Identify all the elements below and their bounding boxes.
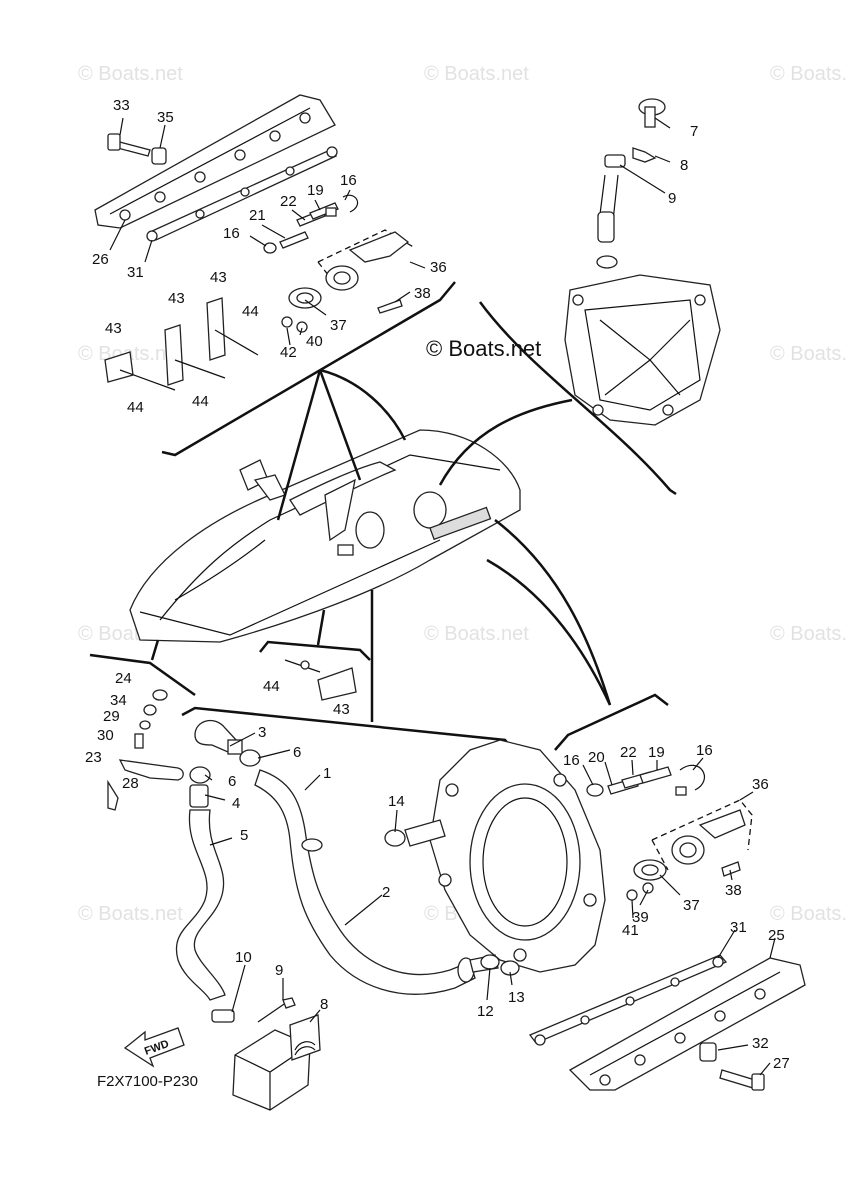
part-label: 44: [263, 678, 280, 695]
part-label: 27: [773, 1055, 790, 1072]
part-label: 34: [110, 692, 127, 709]
part-label: 9: [275, 962, 283, 979]
part-label: 39: [632, 909, 649, 926]
part-label: 41: [622, 922, 639, 939]
part-label: 38: [414, 285, 431, 302]
part-label: 19: [307, 182, 324, 199]
part-label: 28: [122, 775, 139, 792]
part-label: 5: [240, 827, 248, 844]
watermark: © Boats.net: [78, 63, 183, 85]
part-label: 35: [157, 109, 174, 126]
part-label: 23: [85, 749, 102, 766]
part-label: 16: [223, 225, 240, 242]
part-label: 38: [725, 882, 742, 899]
part-label: 44: [192, 393, 209, 410]
pump-housing: [384, 739, 606, 976]
part-label: 14: [388, 793, 405, 810]
part-label: 21: [249, 207, 266, 224]
watermark: © Boats.net: [770, 63, 848, 85]
watermark: © Boats.net: [78, 903, 183, 925]
part-label: 37: [330, 317, 347, 334]
watermark: © Boats.net: [770, 903, 848, 925]
part-label: 44: [127, 399, 144, 416]
watermark: © Boats.net: [424, 63, 529, 85]
middle-group: [259, 640, 371, 701]
part-label: 43: [168, 290, 185, 307]
top-right-group: [478, 98, 721, 496]
part-label: 16: [696, 742, 713, 759]
part-label: 8: [680, 157, 688, 174]
part-label: 43: [333, 701, 350, 718]
part-label: 37: [683, 897, 700, 914]
watermark: © Boats.net: [770, 623, 848, 645]
left-hose-group: FWD: [89, 653, 516, 1111]
leader-lines: [109, 117, 776, 1076]
part-label: 43: [210, 269, 227, 286]
part-label: 30: [97, 727, 114, 744]
part-label: 16: [563, 752, 580, 769]
part-label: 31: [730, 919, 747, 936]
top-left-group: [94, 94, 456, 457]
part-label: 25: [768, 927, 785, 944]
part-label: 8: [320, 996, 328, 1013]
part-label: 9: [668, 190, 676, 207]
part-label: 24: [115, 670, 132, 687]
watermark: © Boats.net: [770, 343, 848, 365]
part-label: 32: [752, 1035, 769, 1052]
part-label: 42: [280, 344, 297, 361]
part-label: 10: [235, 949, 252, 966]
diagram-code: F2X7100-P230: [97, 1073, 198, 1090]
watercraft-hull: [129, 368, 612, 722]
box-10: [232, 1029, 311, 1111]
part-label: 33: [113, 97, 130, 114]
part-label: 22: [280, 193, 297, 210]
part-label: 22: [620, 744, 637, 761]
part-label: 12: [477, 1003, 494, 1020]
part-label: 19: [648, 744, 665, 761]
group-bracket: [161, 281, 456, 457]
part-label: 7: [690, 123, 698, 140]
part-label: 31: [127, 264, 144, 281]
part-label: 6: [228, 773, 236, 790]
part-label: 6: [293, 744, 301, 761]
part-label: 4: [232, 795, 240, 812]
part-label: 43: [105, 320, 122, 337]
part-label: 2: [382, 884, 390, 901]
part-label: 16: [340, 172, 357, 189]
part-label: 1: [323, 765, 331, 782]
center-watermark: © Boats.net: [426, 336, 541, 361]
part-label: 29: [103, 708, 120, 725]
jet-nozzle: [564, 274, 721, 426]
fwd-arrow-icon: [123, 1027, 185, 1068]
part-label: 20: [588, 749, 605, 766]
part-label: 3: [258, 724, 266, 741]
part-labels: 33 35 26 31 16 21 22 19 16 36 38 37 40 4…: [85, 97, 790, 1072]
part-label: 36: [752, 776, 769, 793]
part-label: 40: [306, 333, 323, 350]
part-label: 26: [92, 251, 109, 268]
watermark: © Boats.net: [424, 623, 529, 645]
part-label: 36: [430, 259, 447, 276]
part-label: 13: [508, 989, 525, 1006]
part-label: 44: [242, 303, 259, 320]
